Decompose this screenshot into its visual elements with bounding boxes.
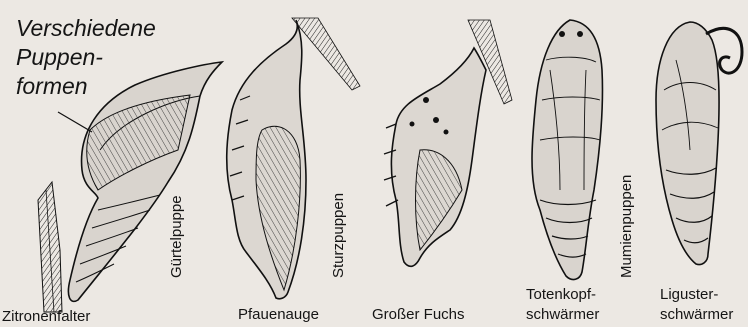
pupa-grosser-fuchs-icon	[384, 20, 512, 266]
pupa-ligusterschwaermer-icon	[656, 22, 742, 265]
title-line-2: Puppen-	[16, 43, 156, 72]
category-label-sturzpuppen: Sturzpuppen	[330, 193, 347, 278]
pupa-totenkopfschwaermer-icon	[532, 20, 603, 279]
category-label-mumienpuppen: Mumienpuppen	[618, 175, 635, 278]
label-pfauenauge: Pfauenauge	[238, 306, 319, 324]
label-totenkopfschwaermer-1: Totenkopf-	[526, 286, 596, 304]
title-line-1: Verschiedene	[16, 14, 156, 43]
title-line-3: formen	[16, 72, 156, 101]
label-ligusterschwaermer-2: schwärmer	[660, 306, 733, 324]
figure-title: Verschiedene Puppen- formen	[16, 14, 156, 101]
label-totenkopfschwaermer-2: schwärmer	[526, 306, 599, 324]
category-label-guertelpuppe: Gürtelpuppe	[168, 195, 185, 278]
label-zitronenfalter: Zitronenfalter	[2, 308, 90, 326]
label-ligusterschwaermer-1: Liguster-	[660, 286, 718, 304]
label-grosser-fuchs: Großer Fuchs	[372, 306, 465, 324]
